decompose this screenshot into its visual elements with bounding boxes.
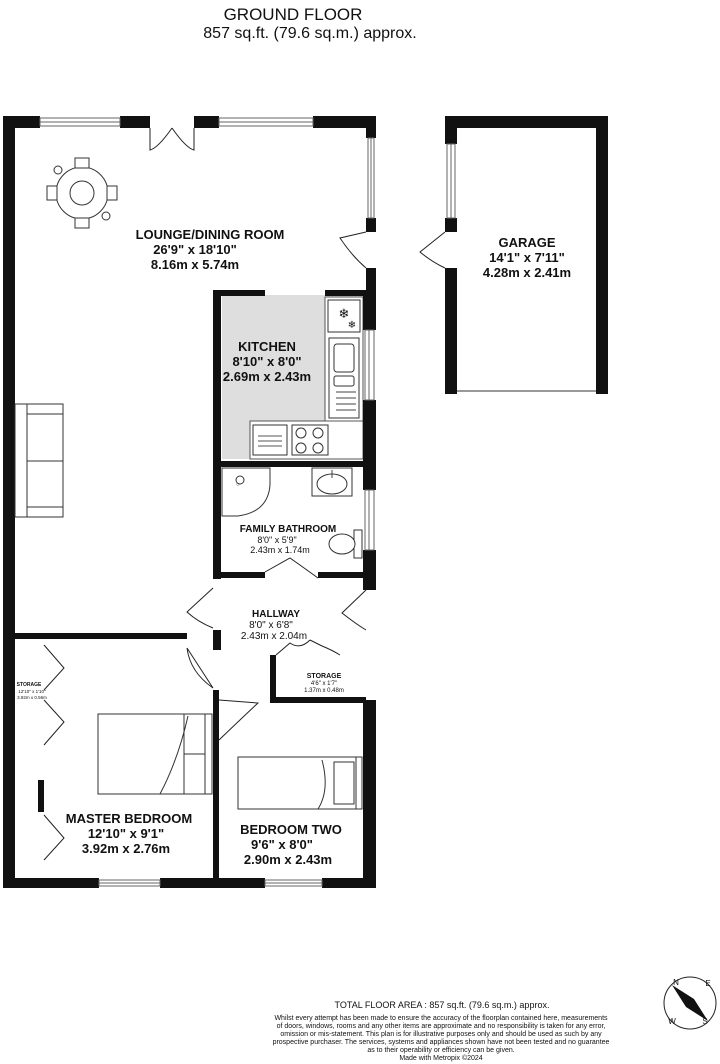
master-imperial: 12'10" x 9'1" <box>88 826 164 841</box>
sink-icon <box>328 337 360 419</box>
dining-table-icon <box>46 157 118 229</box>
compass-e: E <box>705 979 710 988</box>
microwave-icon <box>252 424 288 456</box>
master-bedroom-label: MASTER BEDROOM 12'10" x 9'1" 3.92m x 2.7… <box>66 811 192 856</box>
disclaimer-line-1: Whilst every attempt has been made to en… <box>274 1015 608 1022</box>
basin-icon <box>311 467 353 497</box>
bedroom2-name: BEDROOM TWO <box>240 822 342 837</box>
compass-n: N <box>673 978 679 987</box>
storage-small-imperial: 4'6" x 1'7" <box>311 681 337 687</box>
exterior-walls <box>3 116 376 888</box>
master-metric: 3.92m x 2.76m <box>82 841 170 856</box>
double-bed-icon <box>97 713 213 795</box>
lounge-label: LOUNGE/DINING ROOM 26'9" x 18'10" 8.16m … <box>136 227 285 272</box>
master-name: MASTER BEDROOM <box>66 811 192 826</box>
french-doors <box>149 127 195 151</box>
floor-title: GROUND FLOOR <box>224 5 363 24</box>
svg-text:❄: ❄ <box>339 306 350 321</box>
garage-name: GARAGE <box>498 235 555 250</box>
bathroom-metric: 2.43m x 1.74m <box>250 545 310 555</box>
interior-walls <box>3 290 366 880</box>
kitchen-metric: 2.69m x 2.43m <box>223 369 311 384</box>
kitchen-name: KITCHEN <box>238 339 296 354</box>
svg-text:❄: ❄ <box>348 320 356 331</box>
kitchen-imperial: 8'10" x 8'0" <box>232 354 301 369</box>
hallway-imperial: 8'0" x 6'8" <box>249 620 293 631</box>
lounge-side-door <box>339 231 367 269</box>
garage-imperial: 14'1" x 7'11" <box>489 250 565 265</box>
storage-small-label: STORAGE 4'6" x 1'7" 1.37m x 0.48m <box>304 673 344 694</box>
lounge-imperial: 26'9" x 18'10" <box>153 242 237 257</box>
svg-text:○: ○ <box>236 482 240 488</box>
compass-icon: N E S W <box>663 976 717 1030</box>
storage-master-imperial: 12'10" x 1'10" <box>18 689 46 694</box>
storage-small-metric: 1.37m x 0.48m <box>304 688 344 694</box>
fridge-freezer-icon: ❄ ❄ <box>327 299 361 333</box>
total-floor-area: TOTAL FLOOR AREA : 857 sq.ft. (79.6 sq.m… <box>335 1000 550 1010</box>
bathroom-imperial: 8'0" x 5'9" <box>257 535 296 545</box>
sofa-icon <box>14 403 64 518</box>
lounge-name: LOUNGE/DINING ROOM <box>136 227 285 242</box>
hallway-metric: 2.43m x 2.04m <box>241 631 307 642</box>
bathroom-name: FAMILY BATHROOM <box>240 524 336 535</box>
hallway-label: HALLWAY 8'0" x 6'8" 2.43m x 2.04m <box>241 609 307 642</box>
storage-small-name: STORAGE <box>307 673 342 680</box>
bathroom-label: FAMILY BATHROOM 8'0" x 5'9" 2.43m x 1.74… <box>240 524 336 555</box>
disclaimer-line-3: omission or mis-statement. This plan is … <box>280 1031 602 1038</box>
kitchen-label: KITCHEN 8'10" x 8'0" 2.69m x 2.43m <box>223 339 311 384</box>
floor-area: 857 sq.ft. (79.6 sq.m.) approx. <box>203 25 416 42</box>
shower-icon: ○ <box>221 467 271 517</box>
storage-master-label: STORAGE 12'10" x 1'10" 3.92m x 0.56m <box>17 682 47 700</box>
hallway-doors <box>186 557 367 741</box>
master-storage-doors <box>43 644 65 861</box>
bedroom2-metric: 2.90m x 2.43m <box>244 852 332 867</box>
storage-master-name: STORAGE <box>17 682 42 688</box>
disclaimer-line-2: of doors, windows, rooms and any other i… <box>277 1023 606 1030</box>
lounge-metric: 8.16m x 5.74m <box>151 257 239 272</box>
compass-s: S <box>702 1017 707 1026</box>
hallway-name: HALLWAY <box>252 609 300 620</box>
garage-label: GARAGE 14'1" x 7'11" 4.28m x 2.41m <box>483 235 571 280</box>
disclaimer-line-4: prospective purchaser. The services, sys… <box>273 1039 610 1046</box>
single-bed-icon <box>237 756 363 810</box>
disclaimer-line-5: as to their operability or efficiency ca… <box>367 1047 514 1054</box>
garage-metric: 4.28m x 2.41m <box>483 265 571 280</box>
bedroom2-imperial: 9'6" x 8'0" <box>251 837 313 852</box>
storage-master-metric: 3.92m x 0.56m <box>17 695 47 700</box>
made-with: Made with Metropix ©2024 <box>399 1054 482 1062</box>
compass-w: W <box>668 1017 676 1026</box>
garage-walls <box>419 116 608 394</box>
hob-icon <box>291 424 329 456</box>
bedroom-two-label: BEDROOM TWO 9'6" x 8'0" 2.90m x 2.43m <box>240 822 342 867</box>
toilet-icon <box>328 529 363 559</box>
windows <box>39 117 375 887</box>
